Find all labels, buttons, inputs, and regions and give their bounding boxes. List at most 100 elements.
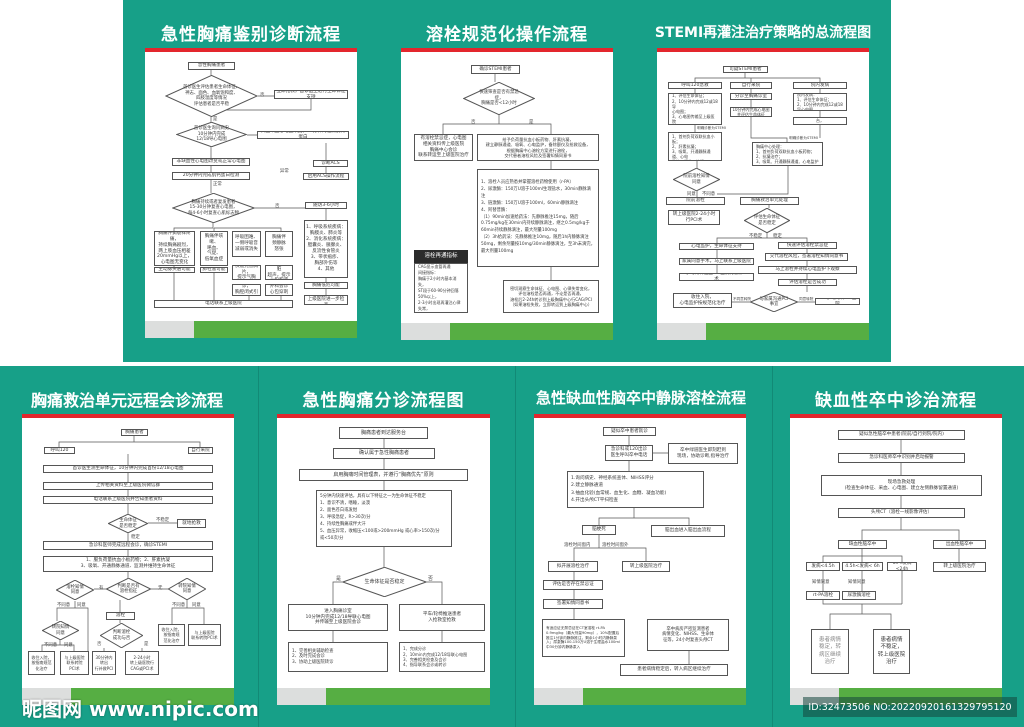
flow-node: 脑出血进入脑出血流程 [651, 525, 725, 537]
edge-label: 否 [260, 93, 265, 98]
decision-label: 判断是否有 溶栓指征 [117, 583, 140, 595]
edge-label: 明确诊断为STEMI [697, 126, 726, 130]
decision-label: 与家属沟通PCI事宜 [759, 296, 789, 308]
flow-node: 1、完善相关辅助检查 2、及时完成会诊 3、协助上级医院转诊 [288, 642, 388, 672]
flow-node: 出血性脑卒中 [933, 540, 986, 549]
flow-node: 呼叫120急救 [668, 82, 722, 89]
flow-node: 10分钟内完成心电图 并评估生命体征 [730, 107, 772, 117]
poster-chest-pain-differential: 急性胸痛患者 首诊医生评估患者生命体征、 神志、面色、血氧饱和度、 四肢温度等情… [145, 48, 357, 338]
decision-node: 判断溶栓 成功与否 [100, 623, 143, 648]
flow-node: 首诊医生测生命体征，10分钟内完成首份12/18心电图 [43, 465, 213, 473]
flow-node: 交代溶栓风险，签署溶栓知情同意书 [765, 253, 848, 261]
decision-node: 溶栓知情 同意 [56, 580, 94, 600]
diamond-shape [673, 168, 720, 191]
flow-node: 患者病情 不稳定， 转上级医院 治疗 [873, 629, 910, 674]
diamond-shape [165, 75, 258, 117]
edge-label: 否 [471, 120, 476, 125]
flow-node: 自行来院 [188, 447, 213, 454]
flow-node: 诊断ACS [313, 160, 348, 167]
poster-ischemic-stroke: 疑似急性脑卒中患者(院前/自行到院/院内) 急诊科医师卒中识别并启动报警 现场急… [790, 414, 1002, 705]
flow-node: 快速完善心脏 超声，提示 心包积液 [265, 265, 293, 280]
flow-node: 有溶栓禁忌症，心电图 相关资料传上级医院 胸痛中心会诊 联系转运至上级医院治疗 [414, 134, 473, 161]
flow-node: 胸痛救治单元处理 [740, 197, 799, 205]
edge-label: 同意 [687, 192, 696, 197]
edge-label: 同意 [192, 603, 201, 608]
flow-node: 马上溶栓并持续心电监护下观察 [758, 266, 857, 274]
poster-remote-consultation: 胸痛患者 呼叫120 自行来院 首诊医生测生命体征，10分钟内完成首份12/18… [22, 414, 234, 705]
flow-node: 呼叫120 [44, 447, 75, 454]
edge-label: 不同意 [702, 192, 716, 197]
edge-label: 不稳定 [749, 234, 763, 239]
flow-node: 确认属于急性胸痛患者 [333, 448, 435, 459]
footer-strip [277, 688, 326, 705]
edge-label: 不同意 [57, 603, 71, 608]
edge-label: 知情同意 [812, 580, 830, 585]
reperfusion-indicator-header: 溶栓再通指标 [414, 250, 468, 263]
diamond-shape [463, 82, 535, 115]
flow-node: 密切观察生命体征、心电图、心律失常变化， 评估溶栓是否再通，不论是否再通， 溶栓… [503, 280, 599, 313]
flow-node: 溶栓 [106, 612, 135, 620]
flow-node: 1、呼吸系统疾病： 胸膜炎、肺炎等 2、消化系统疾病： 胆囊炎、胰腺炎、 反流性… [304, 220, 348, 278]
poster-chest-pain-triage: 胸痛患者到达服务台 确认属于急性胸痛患者 启用胸痛时间管理表，并遵行“胸痛优先”… [277, 414, 490, 705]
flow-node: 院内发病： 1、评估生命体征； 2、10分钟内完成12或18导心电图 [793, 93, 847, 111]
footer-strip [583, 688, 746, 705]
decision-label: 转院知情 同意 [51, 625, 70, 636]
flow-node: 2-24小时 转上级医院行 CAG或PCI术 [125, 651, 159, 675]
decision-node: 院前溶栓知情同意 [673, 168, 720, 191]
poster-title: 急性胸痛鉴别诊断流程 [161, 25, 341, 45]
decision-node: 胸痛持续或者复发患者 15-30分钟复查心电图， 每4-6小时复查心肌标志物 [172, 193, 255, 223]
flow-node: 确诊STEMI患者 [471, 65, 520, 74]
poster-title: STEMI再灌注治疗策略的总流程图 [654, 25, 872, 41]
diamond-shape [106, 578, 151, 600]
flow-node: 胸痛伴 颈静脉 怒张 [265, 231, 293, 257]
poster-title: 胸痛救治单元远程会诊流程 [30, 391, 223, 410]
divider [258, 366, 259, 727]
red-header-bar [534, 414, 746, 418]
flow-node: 上传相关资料至上级医院微信群 [43, 482, 213, 490]
flow-node: 胸痛伴咳嗽、 咯血、 气促、 低氧血症 [200, 231, 228, 266]
flow-node: 胸痛中心处理： 1、首剂负荷双联抗血小板药物； 2、抗凝治疗； 3、吸氧、开通静… [752, 142, 823, 166]
flow-node: 启用ACS操作流程 [303, 173, 349, 180]
flow-node: 卒中病房严密监测患者 病情变化、NIHSS、生命体 征等，24小时复查头颅CT [647, 619, 729, 651]
footer-strip [145, 321, 194, 338]
flow-node: 电话联系上级医院 [154, 300, 293, 308]
decision-label: 生命体征是否稳定 [364, 578, 405, 585]
flow-node: 120急救流程： 1、评估生命体征； 2、10分钟内完成12或18导 心电图； … [668, 93, 722, 125]
flow-node: 签署知情同意书 [543, 599, 603, 609]
flow-node: 胸痛患者 [121, 429, 148, 436]
red-header-bar [22, 414, 234, 418]
flow-node: 转上级医院2-24小时 行PCI术 [668, 210, 720, 225]
edge-label: 不同意转院 [733, 297, 751, 301]
poster-stemi-reperfusion: 可疑STEMI患者 呼叫120急救 自行来院 院内发病 120急救流程： 1、评… [657, 48, 869, 340]
flow-node: 30分钟内 转出 行补救PCI [92, 651, 116, 675]
flow-node: 头颅CT（溶栓一线影像评估） [838, 508, 965, 518]
decision-node: 生命体征 是否稳定 [108, 514, 148, 533]
decision-label: 首诊医生评估患者生命体征、 神志、面色、血氧饱和度、 四肢温度等情况 评估患者是… [182, 85, 241, 107]
edge-label: 溶栓时间窗内 [564, 543, 591, 548]
flow-node: 胸痛患者到达服务台 [339, 427, 428, 439]
flow-node: 进入胸痛诊室 10分钟内完成12/18导联心电图 并传输至上级医院会诊 [288, 604, 388, 631]
poster-title: 急性缺血性脑卒中静脉溶栓流程 [535, 389, 746, 407]
flow-node: 上传心电图至胸痛中心平台， 请上级医院会诊 [793, 117, 847, 125]
flow-node: 与上级医院 联系转院 PCI术 [60, 651, 89, 675]
decision-node: 首诊医生评估患者生命体征、 神志、面色、血氧饱和度、 四肢温度等情况 评估患者是… [165, 75, 258, 117]
flow-node: 快速完善胸片， 提示气胸 [232, 265, 261, 280]
diamond-shape [100, 623, 143, 648]
decision-node: 首诊医生询问病史 10分钟内完成 12/18导心电图 [176, 122, 247, 147]
flow-node: 拟开展溶栓治疗 [548, 561, 598, 572]
decision-node: 转院知情 同意 [42, 621, 79, 640]
edge-label: 是 [336, 576, 342, 582]
decision-label: 院前溶栓知情同意 [683, 174, 710, 185]
poster-stroke-thrombolysis: 疑似卒中患者就诊 急诊科或120出诊 医生呼叫卒中电话 卒中绿道医生即刻赶到 现… [534, 414, 746, 705]
flow-node: 转上级医院治疗 [622, 561, 670, 572]
flow-node: 120救护： 1、首剂负荷双联抗血小板； 2、肝素抗凝； 3、吸氧、开通静脉通道… [668, 132, 722, 161]
edge-label: 无 [158, 586, 163, 591]
footer-strip [534, 688, 583, 705]
flow-node: 非缺血性心电图改变或正常心电图 [172, 158, 250, 166]
red-header-bar [657, 48, 869, 52]
flow-node: 发病<4.5h [806, 562, 840, 571]
decision-label: 胸痛持续或者复发患者 15-30分钟复查心电图， 每4-6小时复查心肌标志物 [187, 199, 240, 216]
diamond-shape [750, 292, 798, 312]
edge-label: 否 [428, 576, 434, 582]
flow-node: 呼吸困难、 一侧呼吸音 减弱或消失 [232, 231, 261, 257]
